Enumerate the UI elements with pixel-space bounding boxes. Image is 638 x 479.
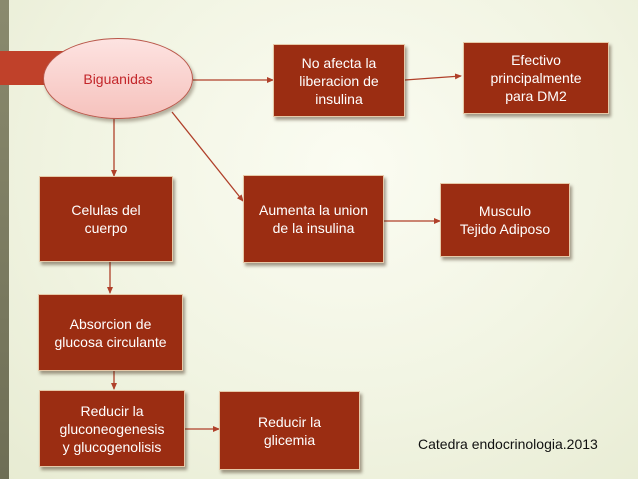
edge-no-afecta-to-efectivo [404, 73, 462, 81]
edge-biguanidas-to-aumenta [171, 111, 244, 202]
node-aumenta: Aumenta la union de la insulina [243, 175, 384, 263]
node-biguanidas: Biguanidas [43, 38, 193, 119]
footer-caption: Catedra endocrinologia.2013 [418, 436, 598, 452]
node-efectivo-label: Efectivo principalmente para DM2 [490, 52, 582, 104]
node-efectivo: Efectivo principalmente para DM2 [463, 42, 609, 114]
left-decorative-bar [0, 0, 9, 479]
node-reducir-gluco: Reducir la gluconeogenesis y glucogenoli… [39, 390, 185, 467]
node-aumenta-label: Aumenta la union de la insulina [259, 202, 368, 236]
node-celulas-label: Celulas del cuerpo [71, 202, 141, 236]
node-reducir-glicemia: Reducir la glicemia [219, 391, 360, 470]
node-reducir-gluco-label: Reducir la gluconeogenesis y glucogenoli… [59, 402, 165, 455]
node-absorcion: Absorcion de glucosa circulante [38, 294, 183, 371]
node-no-afecta: No afecta la liberacion de insulina [273, 44, 405, 117]
node-biguanidas-label: Biguanidas [83, 70, 153, 87]
node-musculo-label: Musculo Tejido Adiposo [459, 203, 551, 237]
node-absorcion-label: Absorcion de glucosa circulante [54, 315, 167, 350]
node-musculo: Musculo Tejido Adiposo [440, 183, 570, 257]
node-reducir-glicemia-label: Reducir la glicemia [257, 413, 322, 448]
node-no-afecta-label: No afecta la liberacion de insulina [299, 54, 379, 107]
node-celulas: Celulas del cuerpo [39, 176, 173, 262]
